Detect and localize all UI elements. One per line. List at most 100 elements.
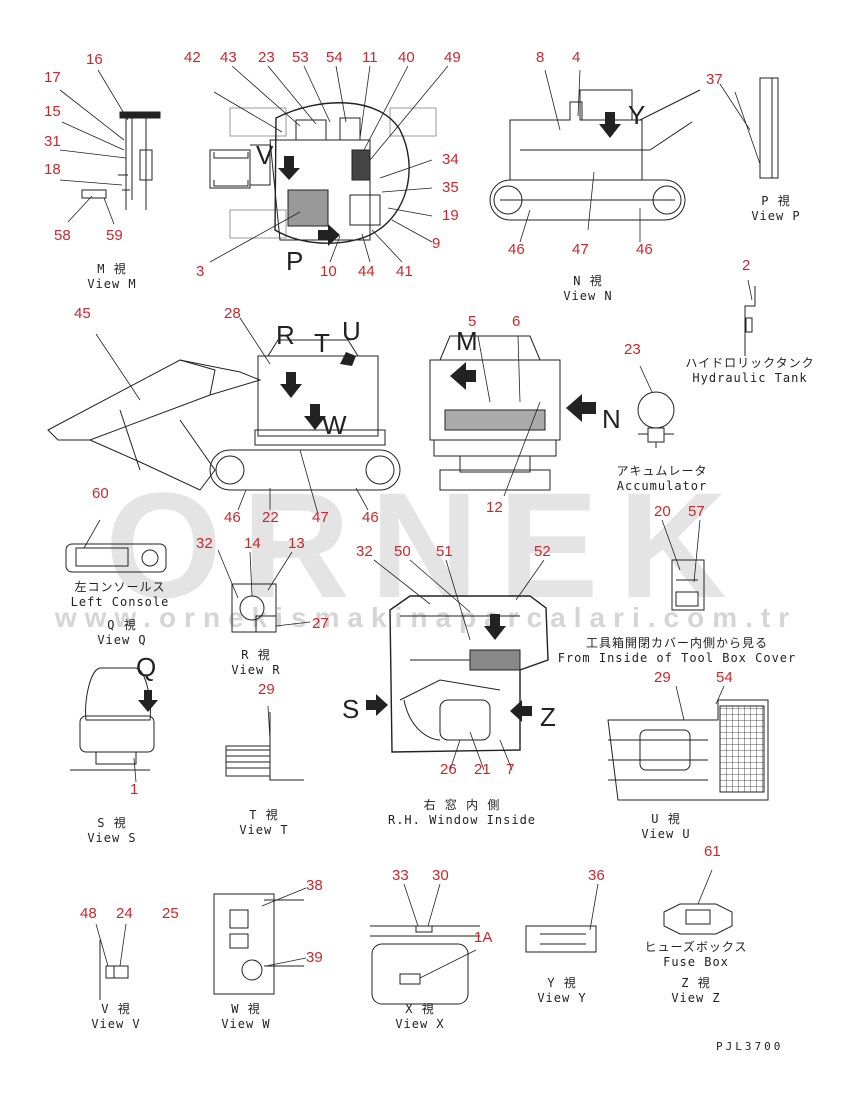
part-number-16: 16 [86,51,103,68]
part-number-7: 7 [506,761,515,778]
view-letter-s: S [342,694,360,724]
caption-window-inside-en: R.H. Window Inside [387,813,537,827]
view-x-drawing [370,883,480,1005]
part-number-60: 60 [92,485,109,502]
view-letter-r: R [276,320,295,350]
part-number-54: 54 [716,669,733,686]
part-number-25: 25 [162,905,179,922]
caption-view-p-jp: P 視 [761,194,791,208]
view-letter-y: Y [628,100,646,130]
caption-view-p-en: View P [751,209,801,223]
part-number-57: 57 [688,503,705,520]
caption-view-r-jp: R 視 [241,648,271,662]
caption-toolbox-cover: 工具箱開閉カバー内側から見る From Inside of Tool Box C… [548,636,806,666]
view-w-drawing [213,887,307,995]
watermark-url: www.ornekismakinaparcalari.com.tr [54,602,798,633]
caption-view-z: Z 視 View Z [656,976,736,1006]
part-number-51: 51 [436,543,453,560]
caption-view-u-en: View U [641,827,691,841]
caption-hydraulic-tank-en: Hydraulic Tank [692,371,808,385]
part-number-6: 6 [512,313,521,330]
view-letter-q: Q [136,652,157,682]
caption-toolbox-cover-en: From Inside of Tool Box Cover [557,651,797,665]
part-number-29: 29 [258,681,275,698]
caption-accumulator-jp: アキュムレータ [616,464,708,478]
caption-view-v-en: View V [91,1017,141,1031]
part-number-32: 32 [196,535,213,552]
part-number-54: 54 [326,49,343,66]
caption-view-s: S 視 View S [72,816,152,846]
part-number-23: 23 [258,49,275,66]
view-s-drawing [70,667,158,783]
part-number-4: 4 [572,49,581,66]
part-number-10: 10 [320,263,337,280]
caption-view-s-en: View S [87,831,137,845]
view-letter-w: W [322,410,347,440]
view-r-drawing [217,549,311,633]
caption-view-n-jp: N 視 [573,274,603,288]
window-inside-drawing [366,559,549,771]
part-number-46: 46 [636,241,653,258]
part-number-17: 17 [44,69,61,86]
part-number-35: 35 [442,179,459,196]
fuse-box-drawing [663,869,733,935]
hydraulic-tank-drawing [744,279,756,356]
part-number-3: 3 [196,263,205,280]
part-number-47: 47 [572,241,589,258]
caption-window-inside-jp: 右 窓 内 側 [423,798,501,812]
caption-view-t-en: View T [239,823,289,837]
view-letter-p: P [286,246,304,276]
part-number-31: 31 [44,133,61,150]
part-number-15: 15 [44,103,61,120]
part-number-30: 30 [432,867,449,884]
view-t-drawing [225,705,304,781]
part-number-21: 21 [474,761,491,778]
part-number-18: 18 [44,161,61,178]
caption-view-v: V 視 View V [76,1002,156,1032]
part-number-34: 34 [442,151,459,168]
caption-view-n-en: View N [563,289,613,303]
caption-view-s-jp: S 視 [97,816,127,830]
caption-view-n: N 視 View N [548,274,628,304]
view-u-drawing [607,685,769,801]
part-number-42: 42 [184,49,201,66]
toolbox-cover-drawing [661,519,705,611]
part-number-14: 14 [244,535,261,552]
part-number-46: 46 [362,509,379,526]
caption-view-x-en: View X [395,1017,445,1031]
caption-left-console-en: Left Console [70,595,170,609]
view-letter-v: V [256,140,274,170]
caption-view-q: Q 視 View Q [82,618,162,648]
drawing-code: PJL3700 [716,1040,784,1053]
part-number-46: 46 [508,241,525,258]
part-number-1a: 1A [474,929,493,946]
caption-view-x: X 視 View X [380,1002,460,1032]
caption-view-p: P 視 View P [736,194,816,224]
caption-fuse-box: ヒューズボックス Fuse Box [638,940,754,970]
part-number-41: 41 [396,263,413,280]
part-number-27: 27 [312,615,329,632]
part-number-22: 22 [262,509,279,526]
caption-view-y: Y 視 View Y [522,976,602,1006]
view-p-drawing [734,77,779,179]
caption-accumulator: アキュムレータ Accumulator [604,464,720,494]
view-letter-z: Z [540,702,556,732]
view-letter-t: T [314,328,330,358]
part-number-46: 46 [224,509,241,526]
part-number-53: 53 [292,49,309,66]
caption-fuse-box-en: Fuse Box [663,955,729,969]
left-console-drawing [65,519,167,573]
part-number-23: 23 [624,341,641,358]
part-number-52: 52 [534,543,551,560]
view-n-drawing [489,69,751,243]
caption-view-v-jp: V 視 [101,1002,131,1016]
part-number-8: 8 [536,49,545,66]
top-view-drawing [209,65,449,263]
caption-view-y-jp: Y 視 [547,976,577,990]
caption-view-q-jp: Q 視 [107,618,137,632]
view-letter-m: M [456,326,478,356]
part-number-9: 9 [432,235,441,252]
caption-view-w-jp: W 視 [231,1002,261,1016]
part-number-59: 59 [106,227,123,244]
